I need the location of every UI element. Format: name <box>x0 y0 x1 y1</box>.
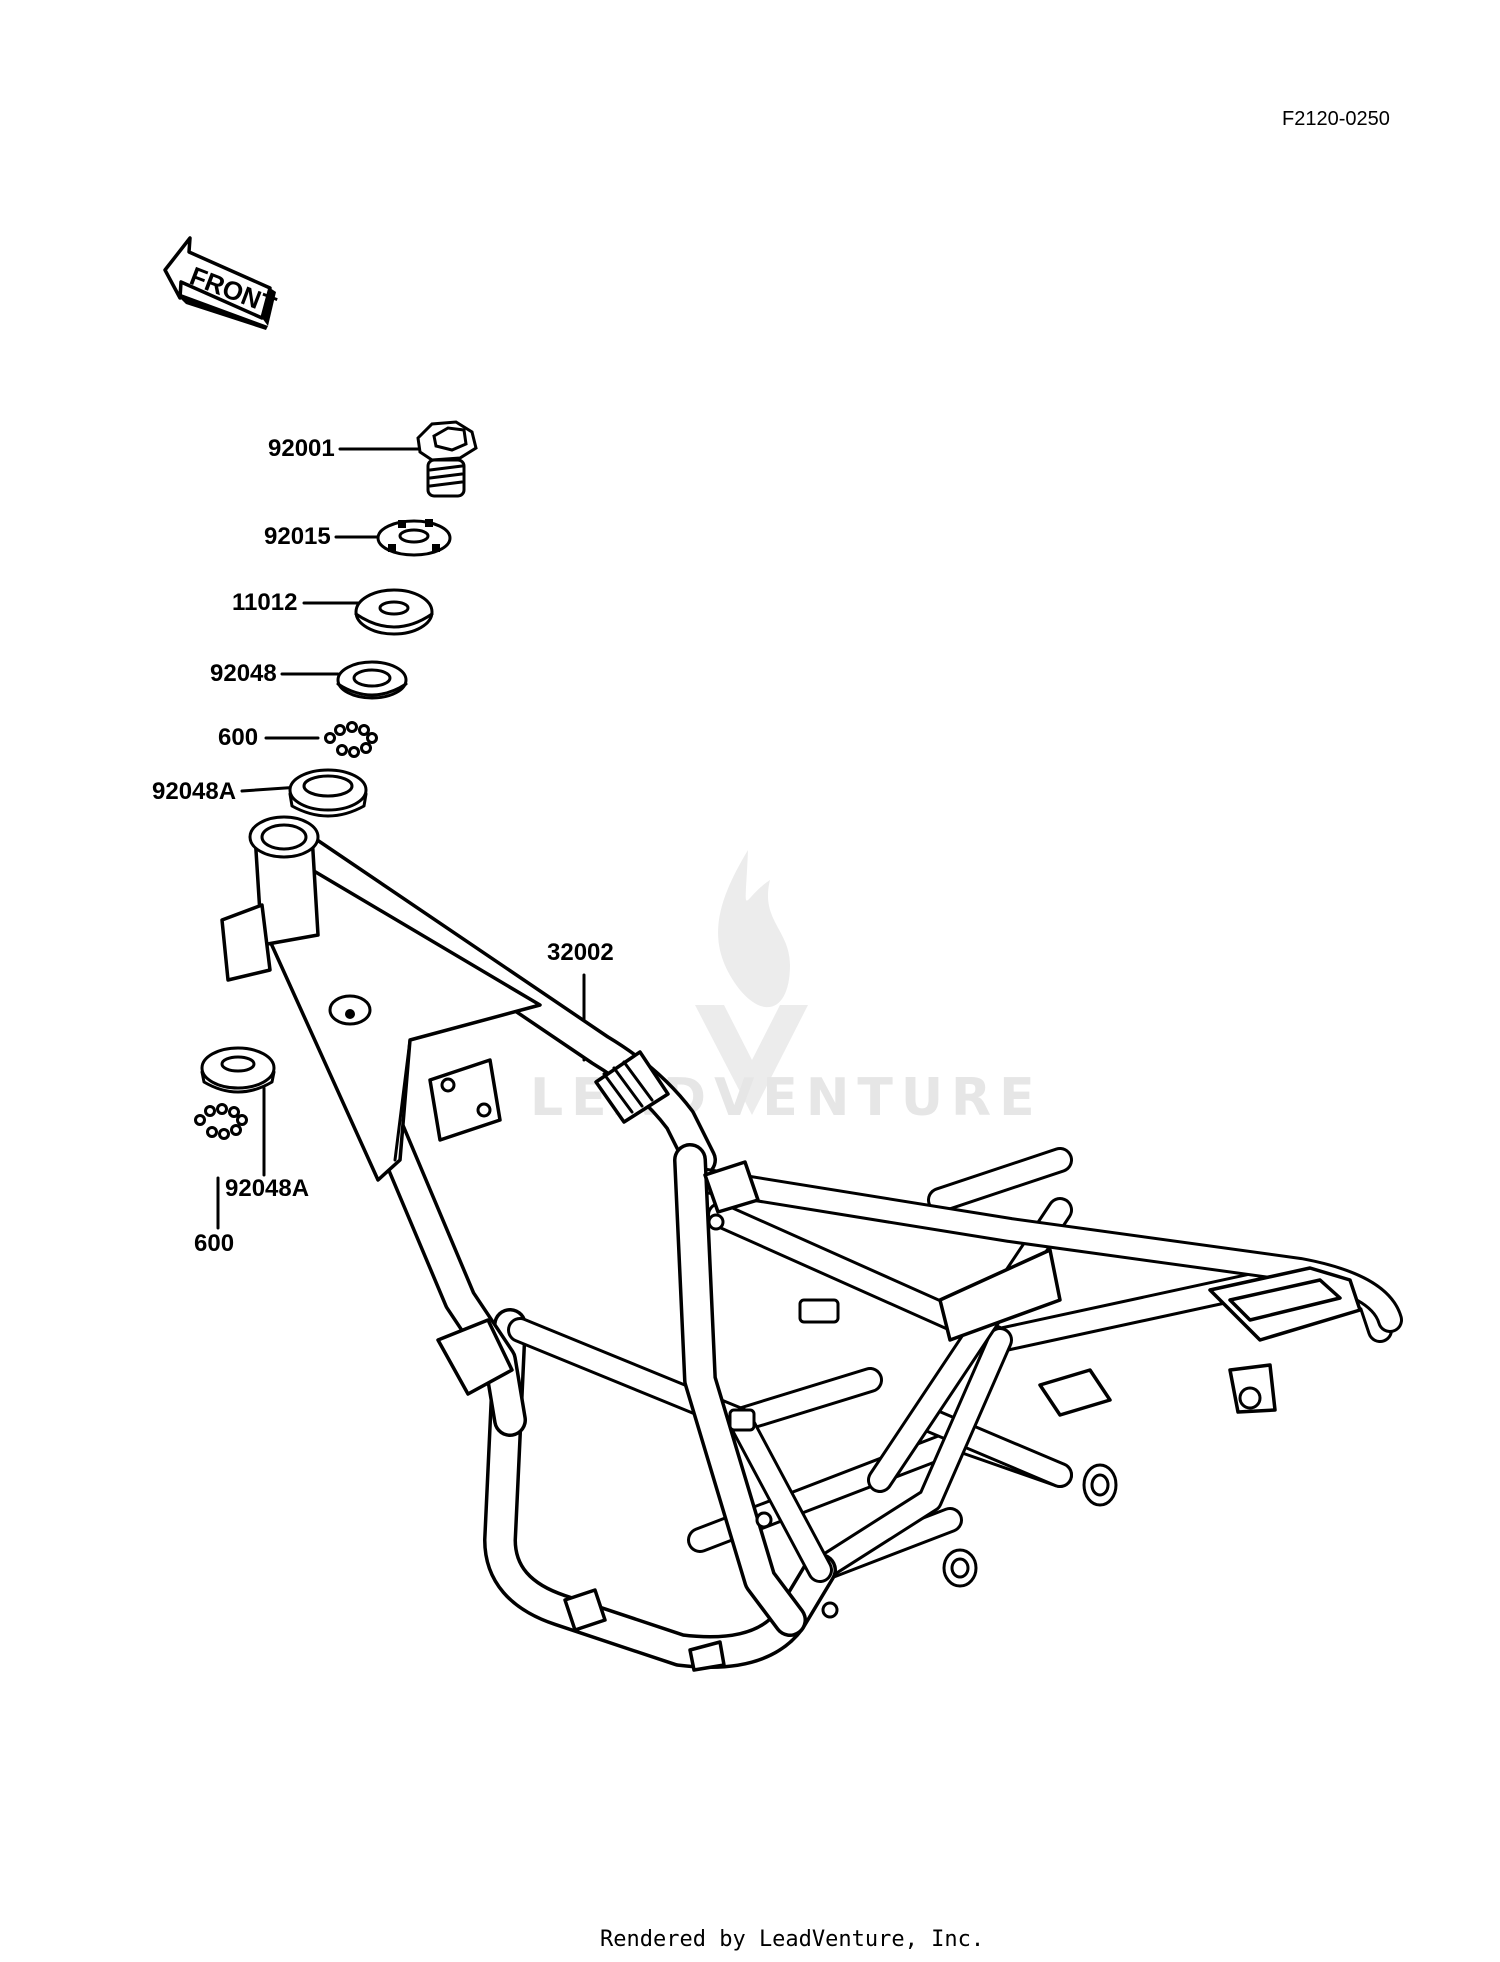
part-600-ball-bearings-lower <box>194 1103 248 1140</box>
part-label-92001: 92001 <box>268 435 335 462</box>
part-92001-bolt <box>416 420 478 498</box>
part-label-11012: 11012 <box>232 589 297 616</box>
part-92048-race <box>336 660 408 700</box>
part-600-ball-bearings-upper <box>324 721 378 758</box>
frame-32002 <box>220 815 1403 1672</box>
part-label-600-lower: 600 <box>194 1230 234 1257</box>
part-label-600-upper: 600 <box>218 724 258 751</box>
part-92015-lock-washer <box>376 519 452 557</box>
part-92048a-race-upper <box>288 768 368 818</box>
footer-credit: Rendered by LeadVenture, Inc. <box>600 1927 984 1952</box>
front-label: FRONT <box>186 261 280 321</box>
part-label-92048a-upper: 92048A <box>152 778 236 805</box>
part-label-92048: 92048 <box>210 660 277 687</box>
front-arrow-icon: FRONT <box>163 236 280 330</box>
part-label-92015: 92015 <box>264 523 331 550</box>
callout-labels: 92001 92015 11012 92048 600 92048A 32002… <box>152 435 614 1257</box>
part-11012-cover <box>354 588 434 636</box>
part-label-32002: 32002 <box>547 939 614 966</box>
part-label-92048a-lower: 92048A <box>225 1175 309 1202</box>
diagram-code: F2120-0250 <box>1282 108 1390 130</box>
part-92048a-race-lower <box>200 1046 276 1094</box>
